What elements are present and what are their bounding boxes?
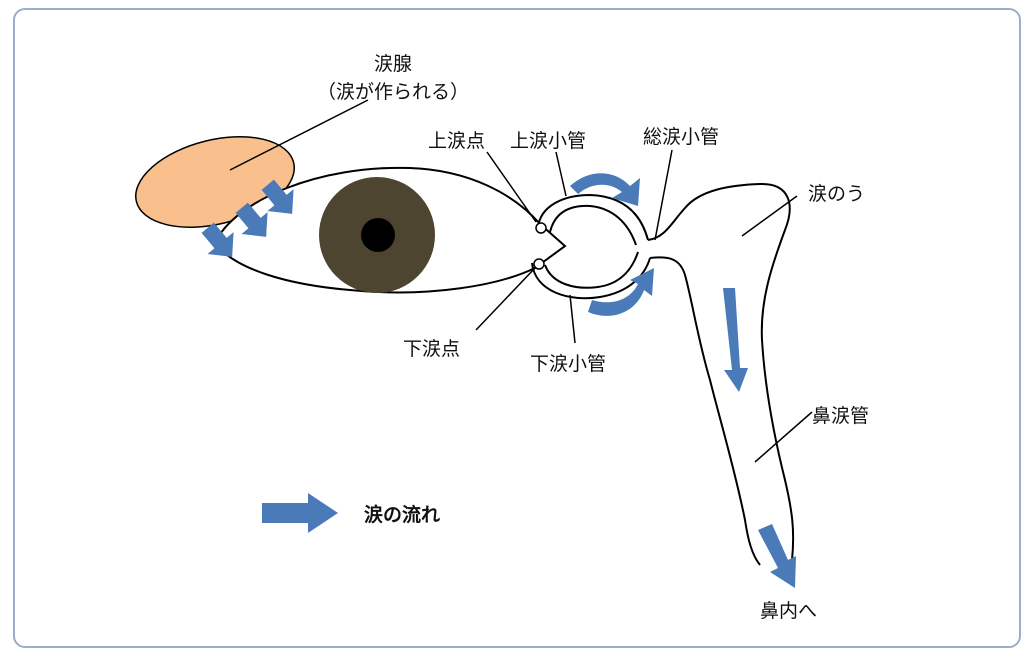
leader-line [556,152,566,196]
nasolacrimal-duct-label: 鼻涙管 [812,404,869,427]
upper-flow-arrow [570,173,640,206]
lower-canaliculus-label: 下涙小管 [530,352,606,375]
legend-label: 涙の流れ [364,503,440,526]
flow-arrow [758,524,796,588]
upper-canaliculus-inner [550,206,636,245]
lacrimal-diagram: 涙腺 （涙が作られる） 上涙点 上涙小管 総涙小管 涙のう 下涙点 下涙小管 鼻… [0,0,1027,625]
lacrimal-gland-note-label: （涙が作られる） [317,80,469,103]
pupil-shape [361,218,395,252]
lower-punctum-dot [534,259,544,269]
upper-punctum-dot [536,223,546,233]
leader-line [755,412,812,462]
sac-duct-left-wall [650,257,760,565]
sac-duct-right-wall [648,184,793,560]
upper-canaliculus-label: 上涙小管 [510,129,586,152]
common-canaliculus-label: 総涙小管 [643,125,719,148]
flow-arrow [723,288,748,392]
lower-punctum-label: 下涙点 [403,337,460,360]
lower-canaliculus-inner [545,252,638,288]
lacrimal-sac-label: 涙のう [808,182,865,205]
to-nose-label: 鼻内へ [760,600,817,622]
lacrimal-gland-label: 涙腺 [374,52,412,75]
upper-punctum-label: 上涙点 [428,129,485,152]
diagram-canvas: 涙腺 （涙が作られる） 上涙点 上涙小管 総涙小管 涙のう 下涙点 下涙小管 鼻… [0,0,1027,625]
legend: 涙の流れ [262,493,440,533]
lower-flow-arrow [588,268,654,316]
leader-line [570,295,575,343]
duct-flow-arrows [723,288,796,588]
legend-arrow-icon [262,493,338,533]
leader-line [230,100,368,170]
